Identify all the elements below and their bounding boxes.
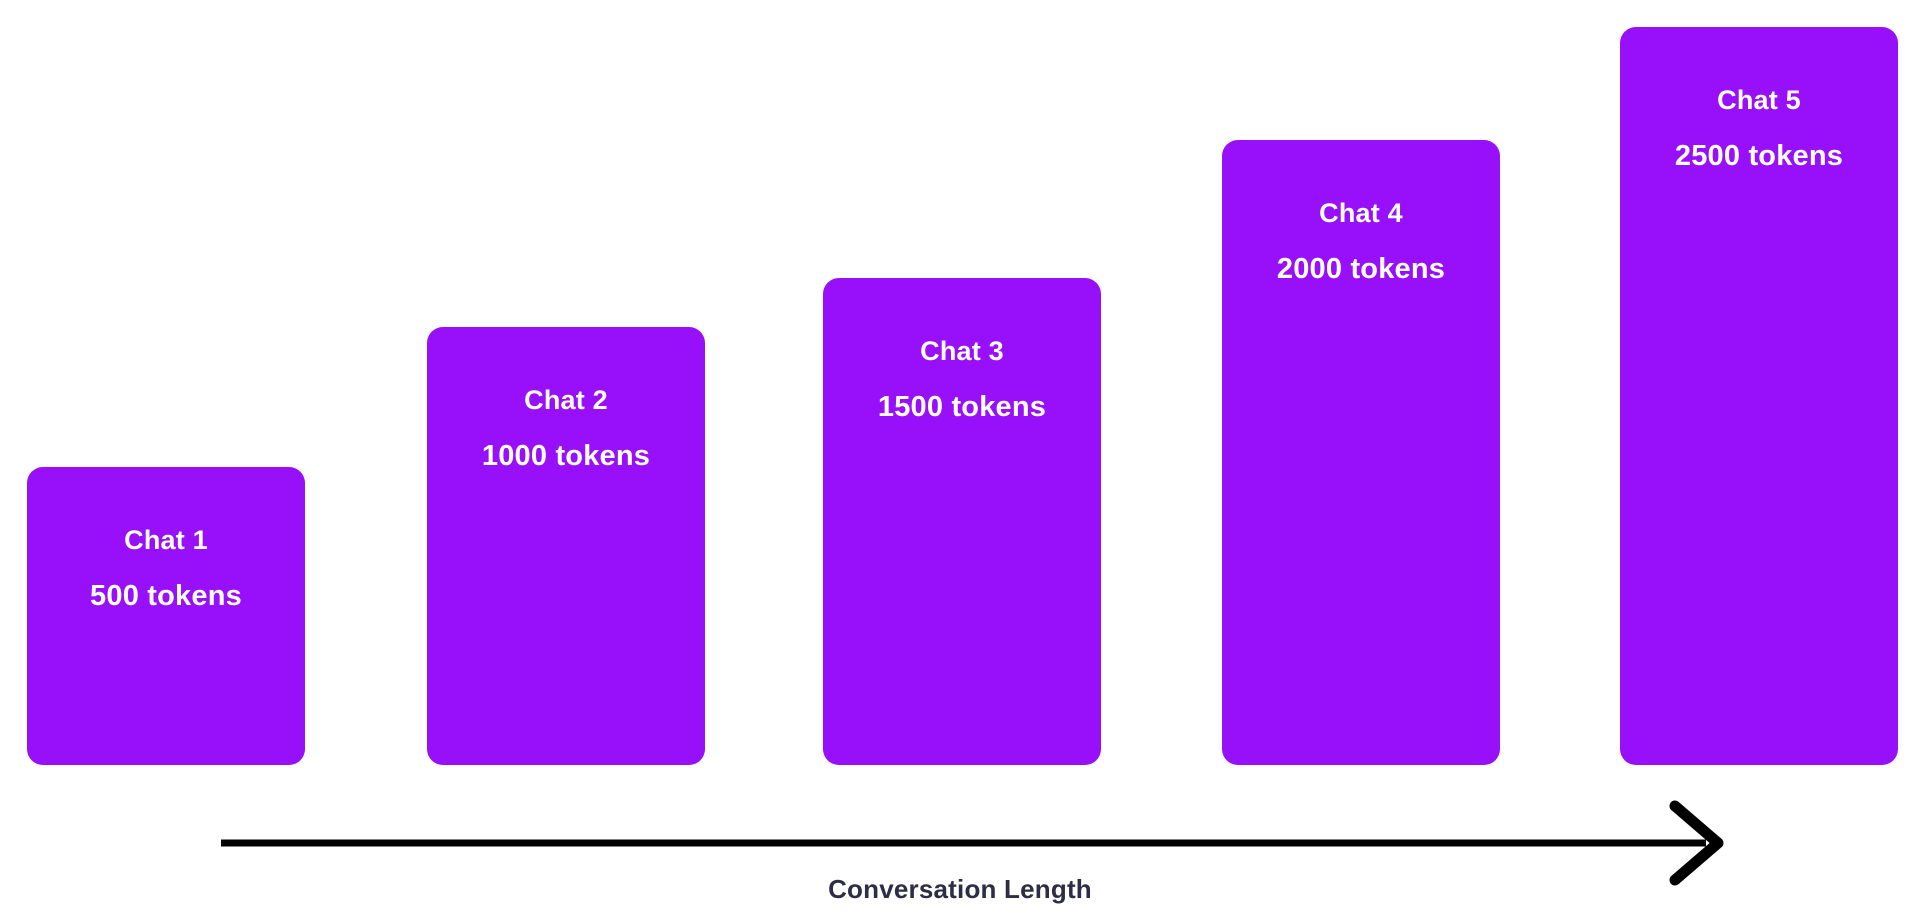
bar-chat-2[interactable]: Chat 2 1000 tokens	[427, 327, 705, 765]
bar-value: 2000 tokens	[1276, 253, 1446, 285]
bar-label: Chat 1	[124, 525, 208, 555]
bar-label: Chat 4	[1319, 198, 1403, 228]
bar-value: 2500 tokens	[1674, 140, 1844, 172]
bar-value: 500 tokens	[90, 580, 242, 612]
axis-label-conversation-length: Conversation Length	[828, 874, 1092, 904]
bar-label: Chat 3	[920, 336, 1004, 366]
arrow-head-icon	[1669, 800, 1724, 886]
bar-chat-4[interactable]: Chat 4 2000 tokens	[1222, 140, 1500, 765]
bar-chat-1[interactable]: Chat 1 500 tokens	[27, 467, 305, 765]
bar-chat-5[interactable]: Chat 5 2500 tokens	[1620, 27, 1898, 765]
bar-chat-3[interactable]: Chat 3 1500 tokens	[823, 278, 1101, 765]
bar-label: Chat 5	[1717, 85, 1801, 115]
bar-label: Chat 2	[524, 385, 608, 415]
bar-value: 1000 tokens	[481, 440, 651, 472]
bar-value: 1500 tokens	[877, 391, 1047, 423]
